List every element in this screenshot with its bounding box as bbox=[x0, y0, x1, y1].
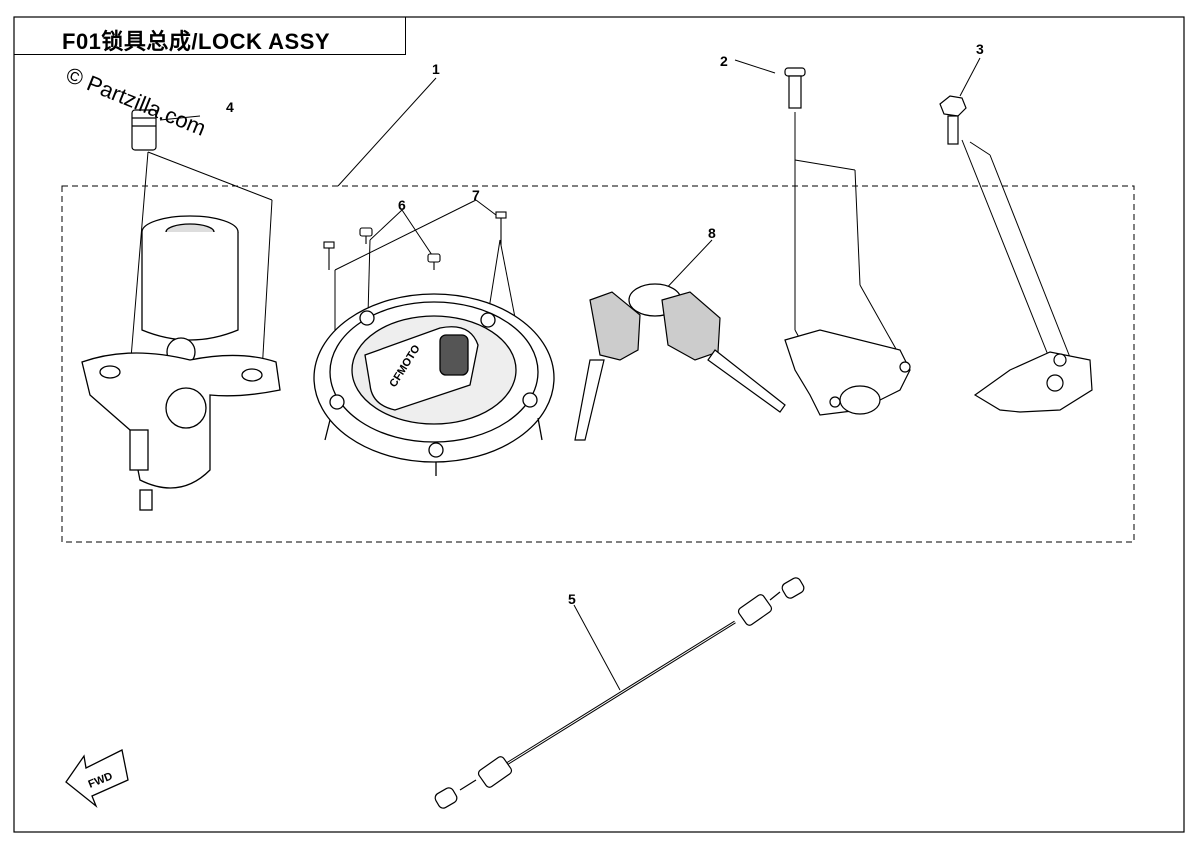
callout-2: 2 bbox=[720, 53, 728, 69]
ignition-switch-illustration bbox=[81, 215, 281, 511]
callout-7: 7 bbox=[472, 187, 480, 203]
callout-8: 8 bbox=[708, 225, 716, 241]
fuel-cap-illustration bbox=[313, 293, 555, 476]
callout-6: 6 bbox=[398, 197, 406, 213]
callout-numbers: 1 2 3 4 5 6 7 8 bbox=[226, 41, 984, 607]
fwd-arrow-icon bbox=[65, 749, 129, 809]
bolt-part-4 bbox=[131, 109, 157, 151]
callout-5: 5 bbox=[568, 591, 576, 607]
bracket-part-3-illustration bbox=[939, 95, 1093, 413]
callout-4: 4 bbox=[226, 99, 234, 115]
keys-illustration bbox=[574, 283, 786, 441]
assembly-boundary bbox=[61, 185, 1135, 543]
callout-1: 1 bbox=[432, 61, 440, 77]
cable-part-5-illustration bbox=[434, 577, 805, 809]
title-box bbox=[14, 17, 406, 55]
screws-parts-6-7 bbox=[323, 211, 507, 270]
seat-lock-illustration bbox=[784, 67, 911, 416]
callout-3: 3 bbox=[976, 41, 984, 57]
page-title: F01锁具总成/LOCK ASSY bbox=[62, 29, 331, 54]
outer-border bbox=[13, 16, 1185, 833]
